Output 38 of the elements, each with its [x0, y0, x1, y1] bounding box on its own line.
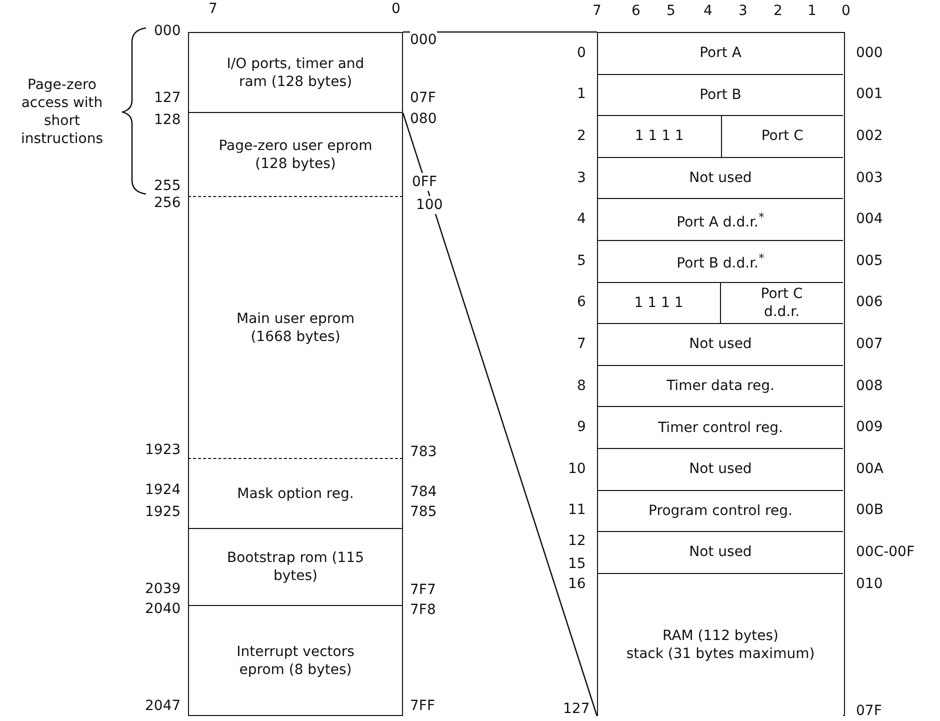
address-label: 0FF	[412, 173, 438, 191]
block-label: Program control reg.	[648, 502, 792, 520]
register-table	[597, 32, 845, 716]
block-label: Main user eprom (1668 bytes)	[235, 310, 356, 346]
block-label: Port B	[700, 86, 742, 104]
block-label: Not used	[689, 543, 752, 562]
register-cell	[598, 116, 722, 158]
memory-block	[188, 197, 403, 458]
block-label: 1 1 1 1	[634, 127, 684, 146]
block-label: Timer control reg.	[658, 418, 783, 437]
memory-block	[188, 529, 403, 606]
memory-block	[188, 32, 403, 113]
register-cell	[720, 282, 843, 324]
block-label: Mask option reg.	[237, 484, 354, 502]
memory-block	[188, 458, 403, 529]
block-label: Timer data reg.	[666, 377, 774, 396]
address-label: 100	[416, 196, 443, 214]
block-label: Not used	[689, 335, 752, 354]
block-label: 1 1 1 1	[634, 294, 684, 312]
projection-line	[402, 112, 598, 716]
memory-block	[188, 606, 403, 716]
register-cell	[598, 282, 720, 324]
block-label: RAM (112 bytes)	[662, 627, 778, 646]
block-label: Port B d.d.r.$^{*}$	[676, 250, 764, 274]
block-label: I/O ports, timer and ram (128 bytes)	[226, 54, 366, 90]
block-label: Not used	[689, 169, 752, 188]
block-label: Port A	[700, 44, 742, 62]
block-label: Bootstrap rom (115 bytes)	[226, 549, 365, 585]
block-label: stack (31 bytes maximum)	[626, 645, 815, 664]
memory-block	[188, 113, 403, 197]
block-label: Port C	[761, 127, 804, 146]
block-label: Page-zero user eprom (128 bytes)	[218, 136, 374, 172]
block-label: Port C d.d.r.	[760, 284, 804, 321]
block-label: Not used	[689, 460, 752, 478]
block-label: Port A d.d.r.$^{*}$	[676, 208, 764, 232]
register-cell	[598, 490, 843, 532]
register-cell	[722, 116, 843, 158]
block-label: Interrupt vectors eprom (8 bytes)	[236, 642, 356, 678]
